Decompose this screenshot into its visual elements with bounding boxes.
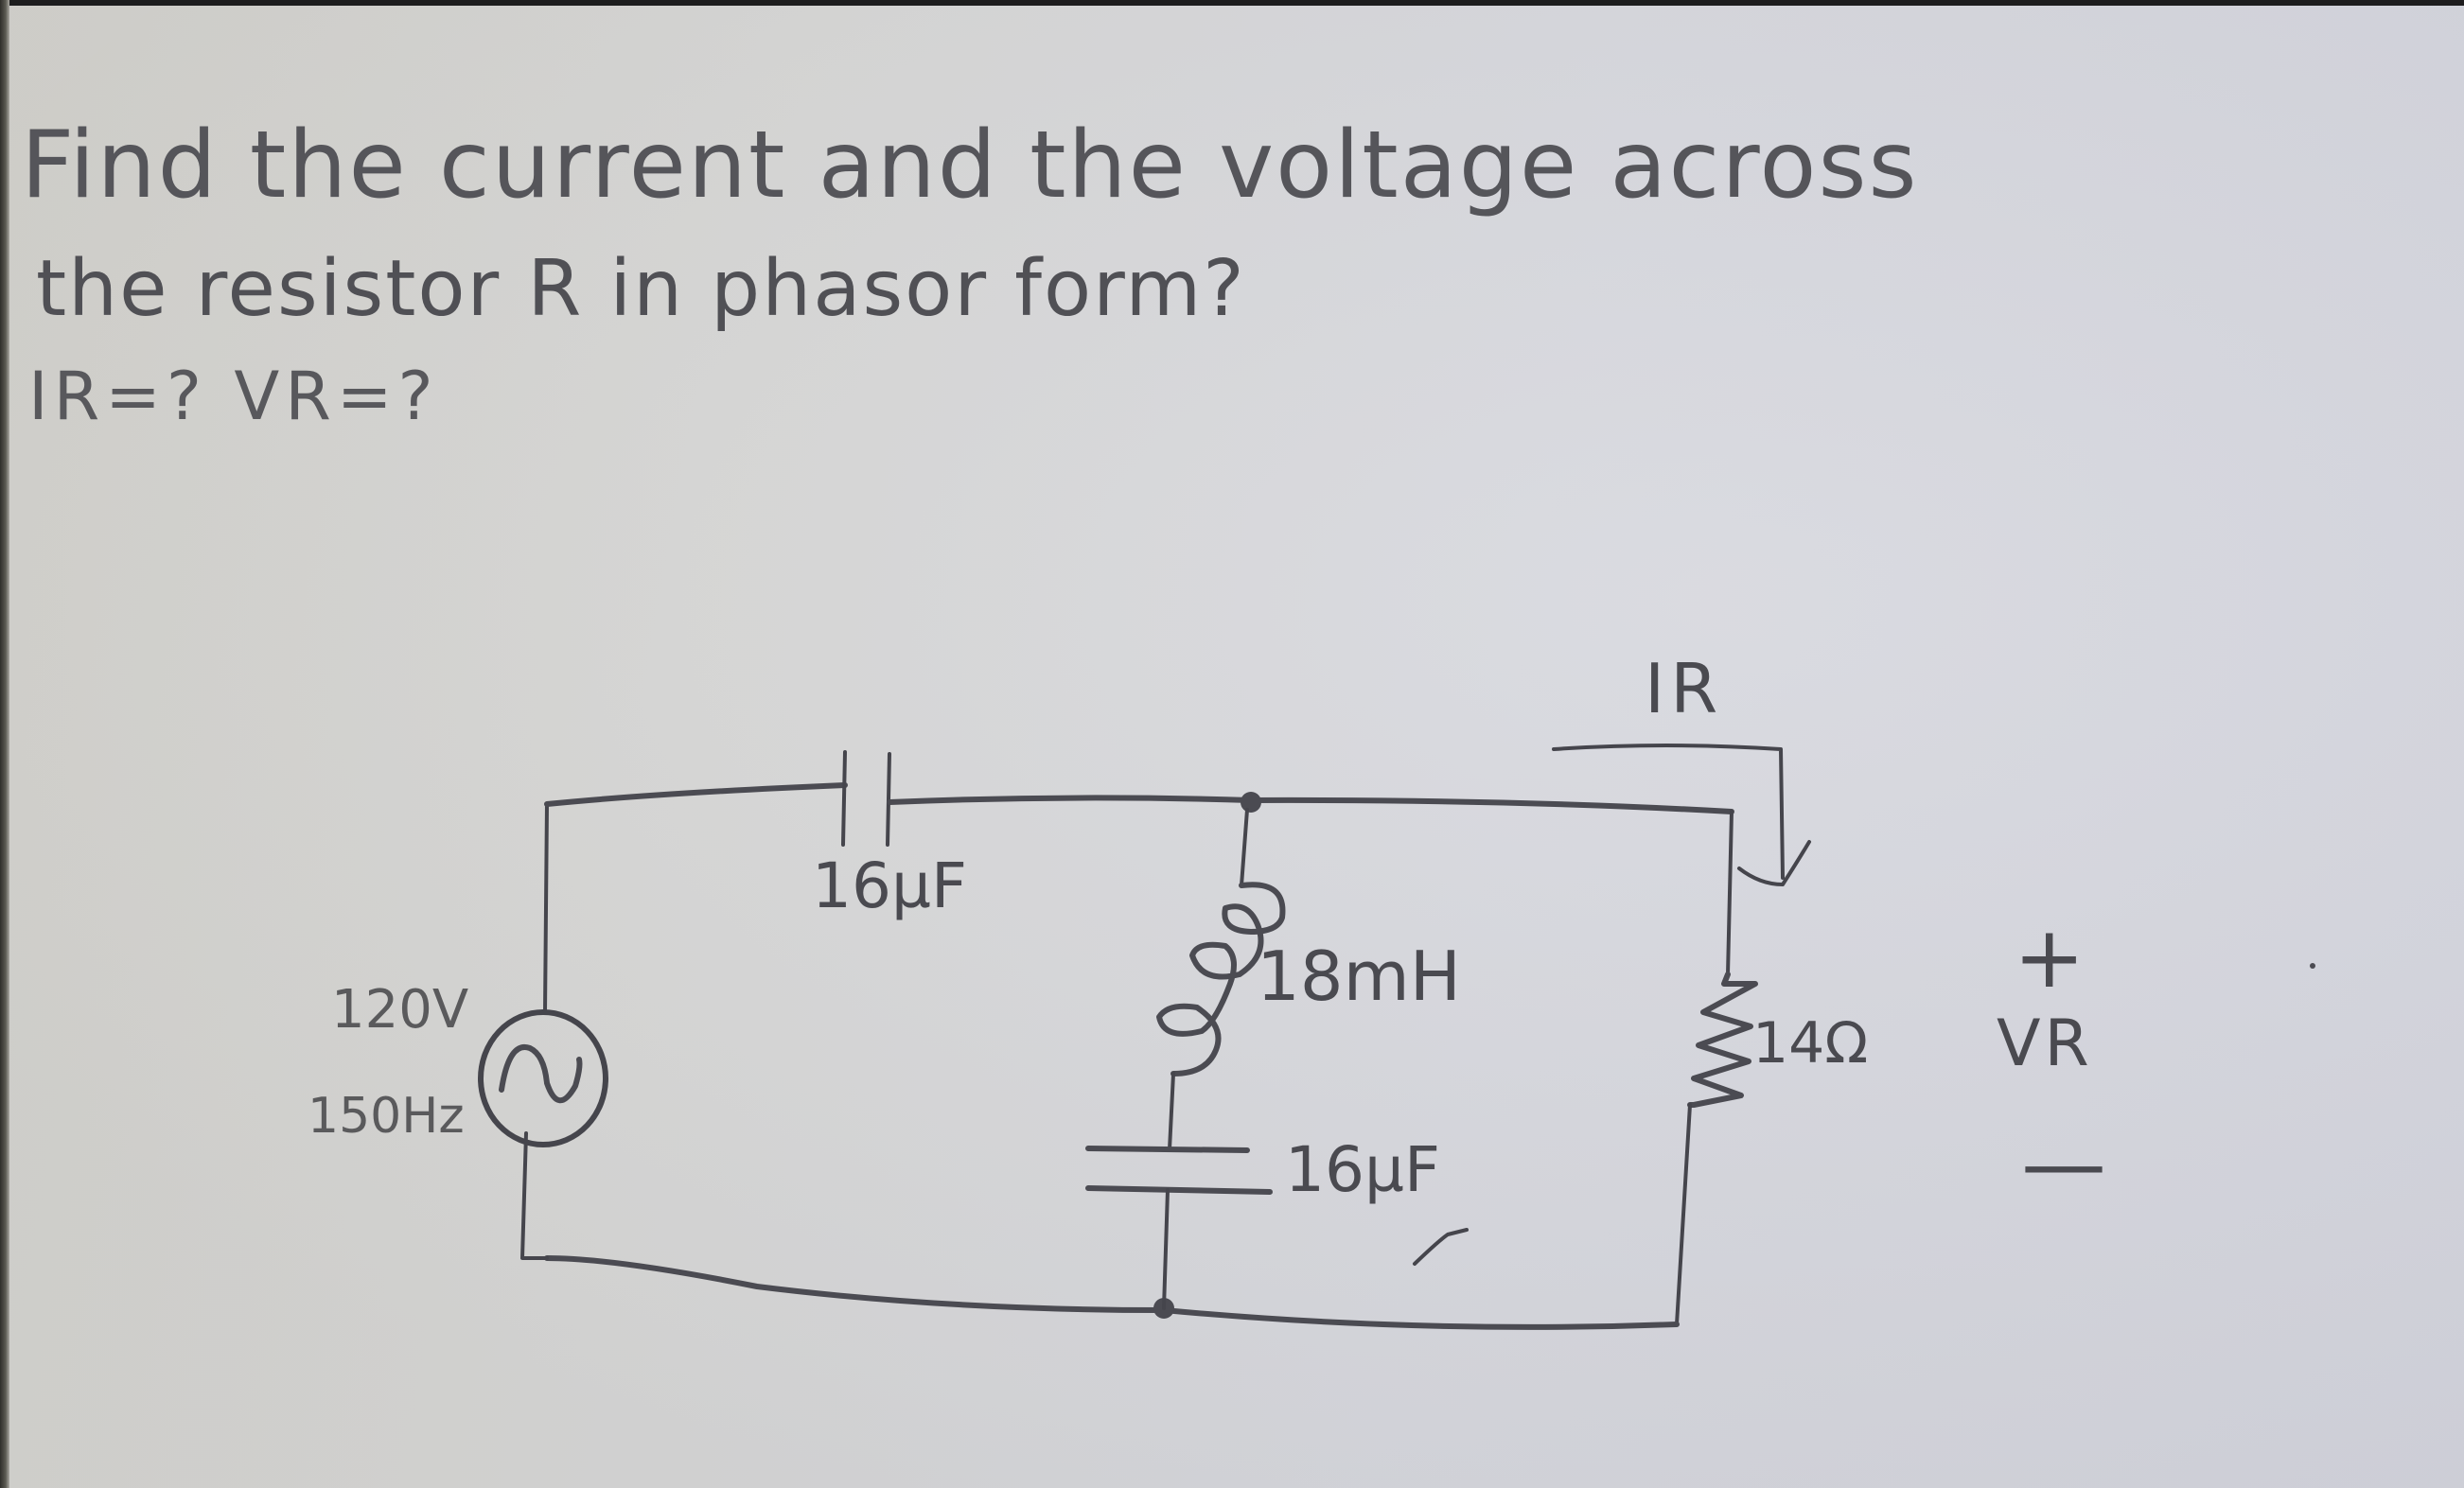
capacitor-icon (841, 750, 891, 847)
wire-right-lower (1675, 1103, 1692, 1326)
shunt-capacitor-label: 16µF (1285, 1133, 1440, 1206)
arrow-down-icon (1552, 744, 1811, 886)
resistor-zigzag-icon (1687, 972, 1758, 1108)
problem-text-line-1: Find the current and the voltage across (21, 112, 1919, 219)
inductor-label: 18mH (1257, 937, 1461, 1016)
photo-top-edge (0, 0, 2464, 6)
stray-dot (2310, 963, 2315, 969)
wire-left-lower (520, 1131, 549, 1260)
voltage-minus-sign: — (2021, 1114, 2106, 1214)
photo-left-edge (0, 0, 9, 1488)
problem-unknowns: IR=? VR=? (28, 358, 439, 435)
voltage-plus-sign: + (2014, 908, 2086, 1007)
wire-bottom (544, 1255, 1680, 1330)
capacitor-icon (1085, 1146, 1273, 1195)
wire-left-upper (543, 802, 549, 1014)
ac-source-icon (478, 1009, 608, 1147)
stray-mark (1413, 1228, 1469, 1266)
inductor-coil-icon (1156, 808, 1286, 1151)
current-label: IR (1645, 649, 1724, 728)
problem-text-line-2: the resistor R in phasor form? (36, 244, 1246, 334)
voltage-label: VR (1997, 1007, 2093, 1081)
wire-top-left (544, 782, 848, 807)
junction-node-top (1241, 792, 1261, 813)
wire-top-right (887, 795, 1734, 814)
source-frequency-label: 150Hz (308, 1088, 465, 1145)
resistor-label: 14Ω (1752, 1010, 1869, 1077)
series-capacitor-label: 16µF (812, 849, 967, 922)
wire-shunt-lower (1162, 1188, 1170, 1310)
wire-right-upper (1726, 810, 1734, 976)
source-voltage-label: 120V (331, 979, 469, 1041)
